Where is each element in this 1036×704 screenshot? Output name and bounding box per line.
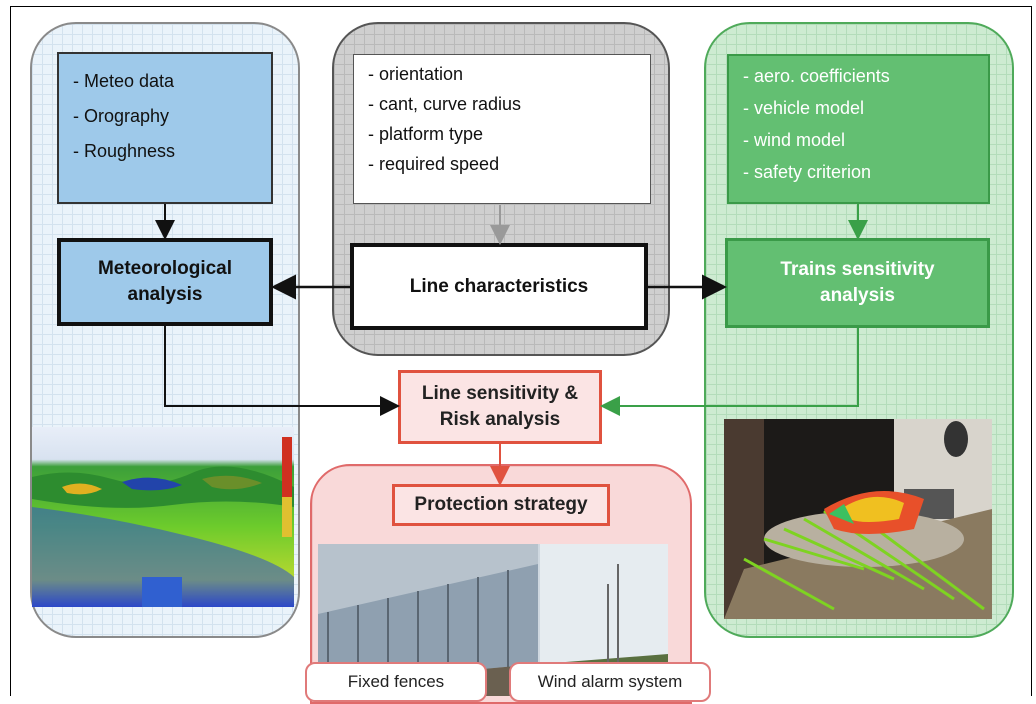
train-input-item: - aero. coefficients [743,66,890,86]
trains-sensitivity-node: Trains sensitivity analysis [725,238,990,328]
line-characteristics-label: Line characteristics [409,275,589,297]
line-input-item: - required speed [368,154,500,174]
meteo-inputs-box: - Meteo data - Orography - Roughness [57,52,273,204]
risk-analysis-node: Line sensitivity & Risk analysis [398,370,602,444]
train-inputs-box: - aero. coefficients - vehicle model - w… [727,54,990,204]
wind-alarm-label: Wind alarm system [537,672,683,691]
protection-strategy-label: Protection strategy [414,494,588,515]
arrow-met-to-risk [164,326,400,416]
line-input-item: - cant, curve radius [368,94,522,114]
wind-alarm-option: Wind alarm system [509,662,711,702]
line-characteristics-node: Line characteristics [350,243,648,330]
train-input-item: - wind model [743,130,846,150]
arrow-trains-to-risk [600,328,859,416]
protection-strategy-node: Protection strategy [392,484,610,526]
line-input-item: - platform type [368,124,484,144]
fixed-fences-label: Fixed fences [347,672,445,691]
trains-sensitivity-label: Trains sensitivity analysis [780,259,935,306]
meteo-input-item: - Orography [73,106,170,126]
train-input-item: - vehicle model [743,98,865,118]
meteo-input-item: - Roughness [73,141,176,161]
meteorological-analysis-label: Meteorological analysis [97,258,233,305]
meteo-input-item: - Meteo data [73,71,175,91]
terrain-wind-map-image [32,427,294,607]
wind-tunnel-image [724,419,992,619]
fixed-fences-option: Fixed fences [305,662,487,702]
risk-analysis-label: Line sensitivity & Risk analysis [421,383,579,430]
line-input-item: - orientation [368,64,464,84]
train-input-item: - safety criterion [743,162,872,182]
line-inputs-box: - orientation - cant, curve radius - pla… [353,54,651,204]
